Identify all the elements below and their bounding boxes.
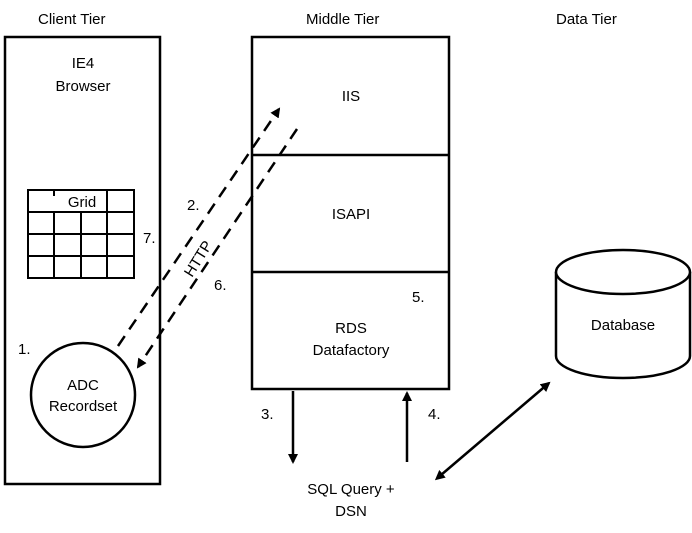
data-tier-heading: Data Tier	[556, 11, 617, 28]
middle-tier-box	[250, 35, 451, 391]
recordset-label-line2: Recordset	[49, 398, 118, 415]
recordset-label-line1: ADC	[67, 377, 99, 394]
step-2-label: 2.	[187, 197, 200, 214]
sql-query-label-line2: DSN	[335, 503, 367, 520]
step-6-label: 6.	[214, 277, 227, 294]
database-cylinder	[554, 248, 692, 380]
http-response-arrow	[136, 128, 299, 369]
adc-recordset-circle	[29, 341, 137, 449]
sql-query-label-line1: SQL Query +	[307, 481, 395, 498]
database-connection-arrow	[434, 381, 551, 481]
iis-label: IIS	[342, 88, 360, 105]
rds-label-line1: RDS	[335, 320, 367, 337]
step-4-label: 4.	[428, 406, 441, 423]
rds-label-line2: Datafactory	[313, 342, 390, 359]
http-request-arrow	[116, 107, 281, 347]
step-1-label: 1.	[18, 341, 31, 358]
step-5-label: 5.	[412, 289, 425, 306]
client-tier-heading: Client Tier	[38, 11, 106, 28]
database-label: Database	[591, 317, 655, 334]
browser-label-line1: IE4	[72, 55, 95, 72]
step-7-label: 7.	[143, 230, 156, 247]
grid-widget: Grid	[27, 189, 135, 279]
grid-label: Grid	[68, 194, 96, 211]
browser-label-line2: Browser	[55, 78, 110, 95]
isapi-label: ISAPI	[332, 206, 370, 223]
step-3-label: 3.	[261, 406, 274, 423]
middle-tier-heading: Middle Tier	[306, 11, 379, 28]
